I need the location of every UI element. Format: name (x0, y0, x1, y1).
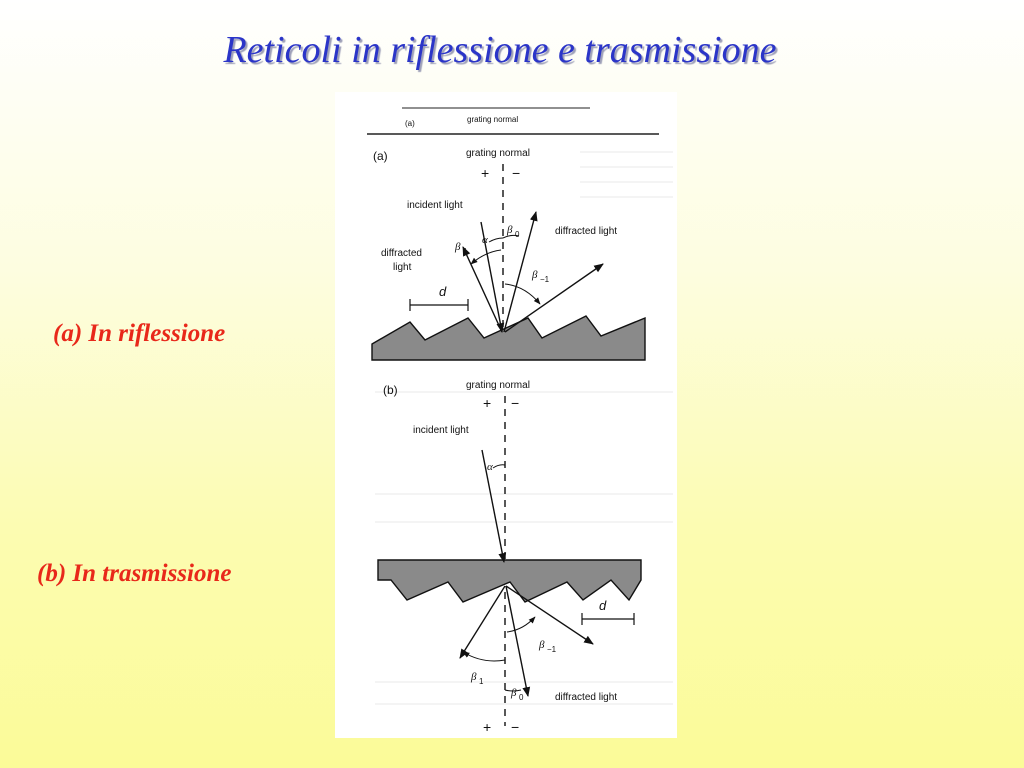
panel-b-arc-alpha (492, 464, 506, 469)
panel-a-ray-beta0 (503, 211, 538, 333)
grating-figure: (a) grating normal (a) grating normal + … (335, 92, 677, 738)
panel-a-tag: (a) (373, 149, 388, 163)
panel-b-beta0-sub: 0 (519, 693, 524, 702)
panel-b-beta1: β (470, 671, 477, 683)
panel-a-betam1-sub: −1 (540, 275, 550, 284)
panel-b-ray-beta0 (505, 585, 531, 697)
panel-a-incident-ray (480, 221, 505, 333)
panel-b-beta0: β (510, 687, 517, 699)
panel-b-incident-label: incident light (413, 425, 469, 436)
panel-a-alpha: α (482, 234, 488, 246)
panel-b-minus-bottom: − (511, 719, 519, 735)
panel-a-beta1-sub: 1 (463, 247, 468, 256)
scan-noise (375, 151, 673, 705)
panel-a-plus: + (481, 165, 489, 181)
label-transmission: (b) In trasmissione (37, 560, 232, 587)
panel-b-ray-betam1 (505, 585, 594, 645)
panel-a-diffracted-right-label: diffracted light (555, 226, 617, 237)
panel-a-arc-betam1 (504, 283, 541, 305)
panel-b-beta1-sub: 1 (479, 677, 484, 686)
panel-b-plus-bottom: + (483, 719, 491, 735)
panel-b-alpha: α (487, 461, 493, 473)
panel-a-arc-beta1 (470, 249, 502, 265)
panel-a-beta0-sub: 0 (515, 230, 520, 239)
panel-a-beta0: β (506, 224, 513, 236)
panel-b-betam1-sub: −1 (547, 645, 557, 654)
label-reflection: (a) In riflessione (53, 320, 226, 347)
panel-a-incident-label: incident light (407, 200, 463, 211)
panel-a-diffracted-left-line1: diffracted (381, 248, 422, 259)
panel-a-d-label: d (439, 284, 447, 299)
panel-b-arc-betam1 (506, 616, 536, 633)
panel-b-ray-beta1 (459, 585, 506, 659)
panel-a-normal-label: grating normal (466, 148, 530, 159)
panel-a-beta1: β (454, 241, 461, 253)
panel-a-betam1: β (531, 269, 538, 281)
panel-b-normal-label: grating normal (466, 380, 530, 391)
panel-b-plus: + (483, 395, 491, 411)
panel-a-ray-betam1 (504, 263, 604, 333)
panel-reflection: (a) grating normal + − incident light d (371, 148, 646, 361)
panel-b-grating (377, 559, 642, 603)
panel-b-minus: − (511, 395, 519, 411)
panel-b-d-label: d (599, 598, 607, 613)
panel-b-tag: (b) (383, 383, 398, 397)
panel-b-arc-beta1 (462, 651, 506, 662)
panel-a-grating (371, 315, 646, 361)
panel-a-arc-beta0 (502, 234, 520, 239)
strip-normal-label: grating normal (467, 115, 518, 124)
panel-a-diffracted-left-line2: light (393, 262, 412, 273)
panel-a-minus: − (512, 165, 520, 181)
panel-b-arc-beta0 (504, 689, 522, 692)
panel-b-betam1: β (538, 639, 545, 651)
grating-diagram: (a) grating normal (a) grating normal + … (367, 107, 673, 735)
slide-title: Reticoli in riflessione e trasmissione (223, 29, 777, 71)
panel-b-diffracted-label: diffracted light (555, 692, 617, 703)
strip-tag: (a) (405, 119, 415, 128)
panel-b-incident-ray (481, 449, 507, 563)
panel-transmission: (b) grating normal + − incident light (377, 380, 642, 735)
panel-a-ray-beta1 (462, 246, 503, 333)
panel-a-arc-alpha (488, 237, 504, 243)
